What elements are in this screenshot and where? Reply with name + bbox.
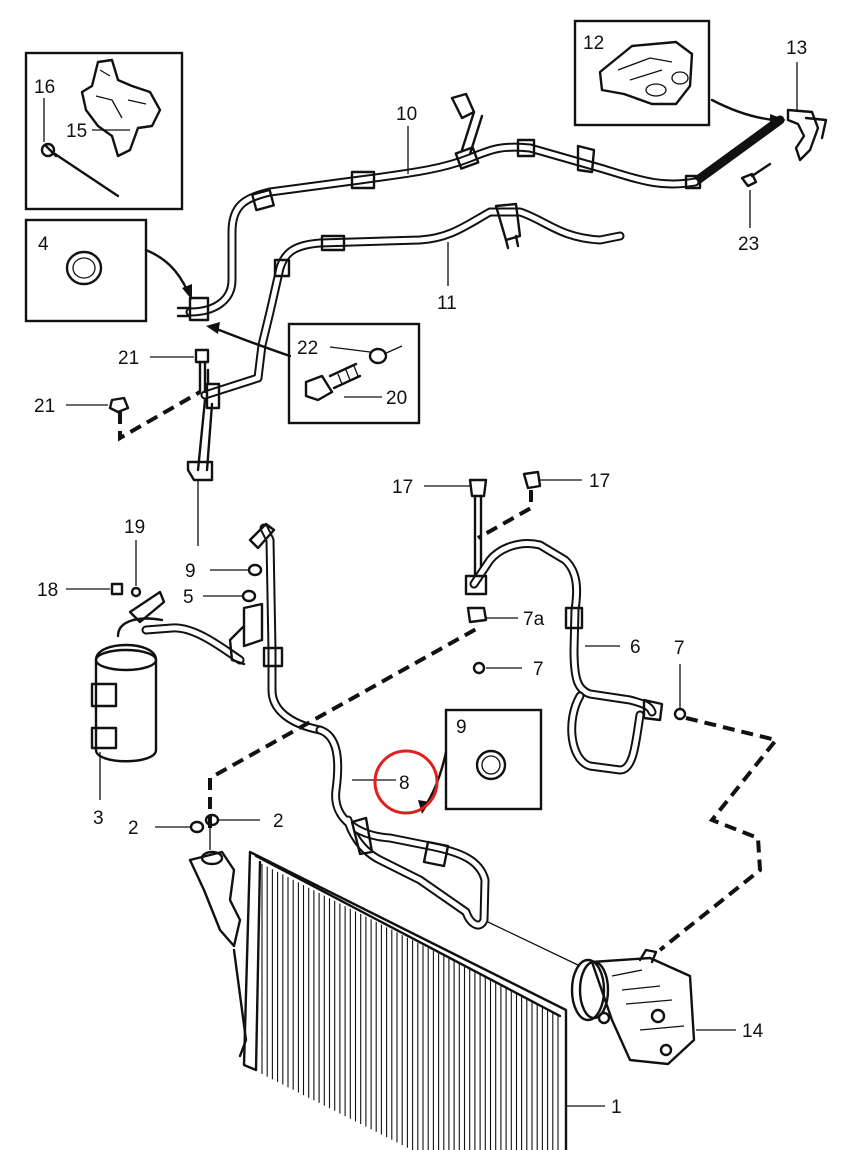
hose-fitting	[176, 296, 210, 322]
label-4: 4	[38, 234, 49, 255]
label-7-center: 7	[533, 659, 544, 680]
label-9-left: 9	[185, 561, 196, 582]
label-17-left: 17	[392, 477, 413, 498]
bracket-18-19	[110, 582, 166, 624]
o-ring-7b	[472, 661, 486, 675]
bolt-23	[740, 162, 772, 188]
receiver-drier-3	[90, 617, 245, 763]
label-16: 16	[34, 77, 55, 98]
label-15: 15	[66, 121, 87, 142]
bracket-13	[786, 108, 828, 162]
label-22: 22	[297, 338, 318, 359]
label-12: 12	[583, 33, 604, 54]
nut-17	[522, 470, 542, 490]
dashed-line-right	[658, 716, 780, 952]
liquid-line-9	[228, 522, 325, 735]
o-ring-2a	[189, 820, 205, 834]
label-13: 13	[786, 38, 807, 59]
label-2-left: 2	[128, 818, 139, 839]
label-14: 14	[742, 1021, 764, 1042]
inset-box-12	[573, 19, 711, 127]
nut-21	[108, 396, 130, 414]
label-5: 5	[183, 587, 194, 608]
pressure-hose-11	[186, 202, 625, 482]
inset-box-9	[444, 708, 543, 811]
inset-box-15-16	[24, 51, 184, 211]
label-8: 8	[399, 773, 410, 794]
o-ring-7a	[673, 707, 687, 721]
label-11: 11	[437, 293, 457, 314]
label-17-right: 17	[589, 471, 610, 492]
label-20: 20	[386, 388, 407, 409]
label-19: 19	[124, 517, 145, 538]
label-7a: 7a	[523, 609, 545, 630]
compressor-14	[570, 948, 696, 1066]
label-6: 6	[630, 637, 641, 658]
label-3: 3	[93, 808, 104, 829]
condenser-1	[188, 850, 568, 1150]
label-21-left: 21	[34, 396, 55, 417]
label-1: 1	[611, 1097, 622, 1118]
o-ring-5	[241, 589, 257, 603]
label-10: 10	[396, 104, 417, 125]
seal-7a	[466, 606, 488, 624]
label-7-right: 7	[674, 638, 685, 659]
suction-hose-10	[185, 92, 785, 317]
dashed-line-21	[118, 390, 201, 442]
discharge-line-6	[464, 539, 664, 775]
highlight-circle-8	[373, 749, 439, 815]
label-9-inset: 9	[456, 717, 467, 738]
condenser-fins	[261, 864, 559, 1150]
dashed-line-17	[477, 490, 533, 540]
leader-lines	[43, 62, 798, 1107]
inset-box-20-22	[287, 322, 421, 425]
inset-box-4	[24, 218, 148, 323]
o-ring-9a	[247, 563, 263, 577]
bolt-21	[194, 348, 210, 394]
callout-labels: 1 2 2 3 4 5 6 7 7 7a 8 9 9 10 11 12 13 1…	[34, 33, 807, 1118]
suction-line-8	[315, 725, 490, 930]
dashed-line-center	[208, 626, 479, 828]
label-2-right: 2	[273, 811, 284, 832]
label-23: 23	[738, 234, 759, 255]
label-21-top: 21	[118, 348, 139, 369]
label-18: 18	[37, 580, 58, 601]
